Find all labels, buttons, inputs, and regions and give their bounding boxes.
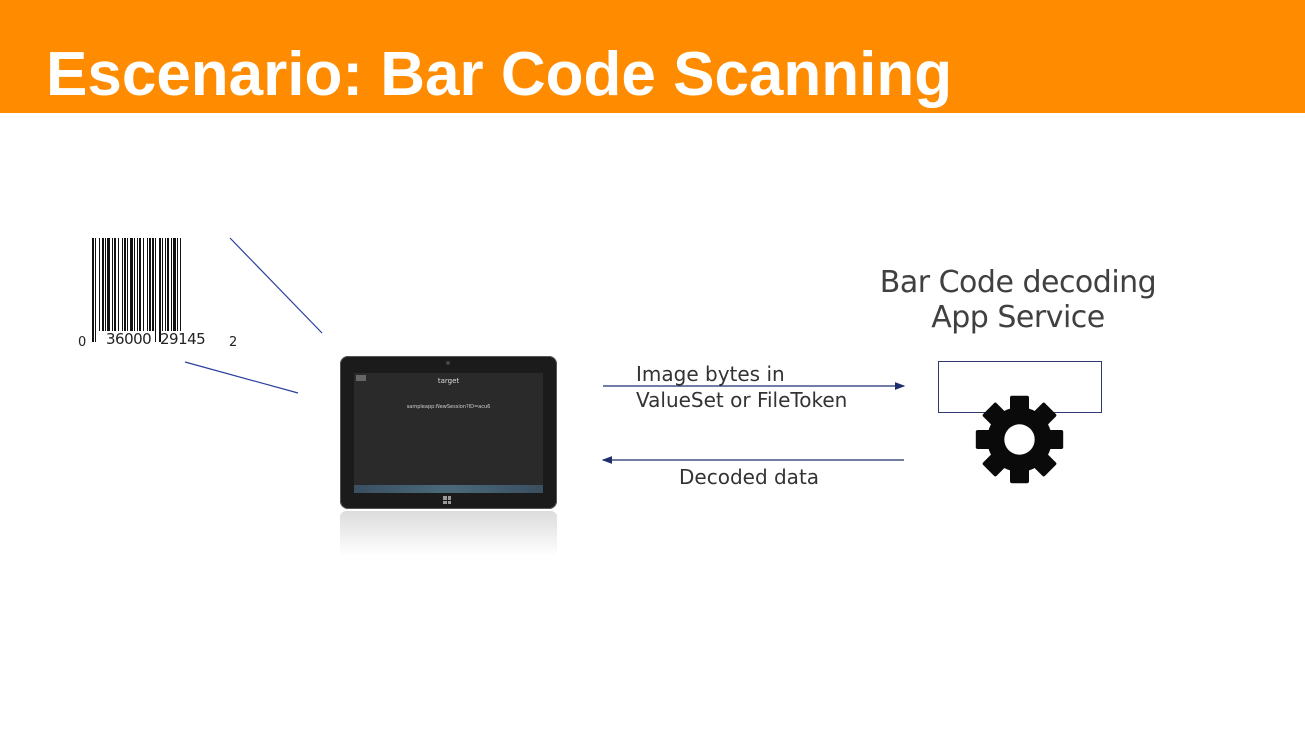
request-label-line2: ValueSet or FileToken: [636, 388, 848, 412]
barcode-bar: [130, 238, 133, 331]
barcode-bar: [159, 238, 161, 342]
windows-logo-icon: [443, 496, 451, 504]
barcode-first-digit: 0: [78, 335, 87, 350]
barcode-bar: [114, 238, 116, 331]
barcode-left-digits: 36000: [106, 330, 152, 348]
barcode-bar: [149, 238, 151, 331]
barcode-bar: [173, 238, 176, 331]
barcode-bar: [162, 238, 163, 331]
request-label: Image bytes in ValueSet or FileToken: [636, 361, 847, 413]
barcode-bar: [152, 238, 154, 331]
barcode-bar: [134, 238, 135, 331]
barcode-bar: [118, 238, 119, 331]
barcode-bar: [124, 238, 126, 331]
barcode-bar: [112, 238, 113, 331]
barcode-bar: [95, 238, 96, 342]
barcode-right-digits: 29145: [160, 330, 206, 348]
barcode-bar: [99, 238, 100, 331]
tablet-camera: [446, 361, 450, 365]
barcode-bar: [167, 238, 169, 331]
barcode-bar: [143, 238, 144, 331]
barcode-image: [92, 238, 181, 342]
barcode-bar: [92, 238, 94, 342]
slide-title: Escenario: Bar Code Scanning: [46, 40, 953, 109]
tablet-device: target sampleapp:NewSession?ID=acu6: [340, 356, 557, 509]
gear-icon: [975, 395, 1064, 484]
scan-line-top: [229, 237, 323, 334]
service-title-line1: Bar Code decoding: [879, 265, 1157, 300]
header-band: [0, 0, 1305, 113]
barcode-bar: [165, 238, 166, 331]
barcode-bar: [155, 238, 156, 342]
screen-url-text: sampleapp:NewSession?ID=acu6: [406, 404, 491, 410]
barcode-bar: [105, 238, 106, 331]
barcode-bar: [180, 238, 181, 331]
barcode-bar: [122, 238, 123, 331]
service-title: Bar Code decoding App Service: [858, 265, 1178, 335]
service-title-line2: App Service: [931, 300, 1105, 335]
screen-back-tab: [356, 375, 366, 381]
screen-taskbar: [354, 485, 543, 493]
barcode-bar: [102, 238, 104, 331]
screen-title: target: [437, 377, 460, 385]
tablet-reflection: [340, 511, 557, 556]
scan-line-bottom: [184, 361, 299, 394]
barcode-bar: [177, 238, 178, 331]
barcode-check-digit: 2: [229, 335, 238, 350]
barcode-bar: [147, 238, 148, 331]
barcode-bar: [171, 238, 172, 331]
response-label: Decoded data: [679, 465, 820, 489]
barcode-bar: [139, 238, 141, 331]
barcode-bar: [127, 238, 128, 331]
tablet-screen: target sampleapp:NewSession?ID=acu6: [354, 373, 543, 493]
barcode-bar: [137, 238, 138, 331]
request-label-line1: Image bytes in: [636, 362, 785, 386]
barcode-bar: [107, 238, 110, 331]
